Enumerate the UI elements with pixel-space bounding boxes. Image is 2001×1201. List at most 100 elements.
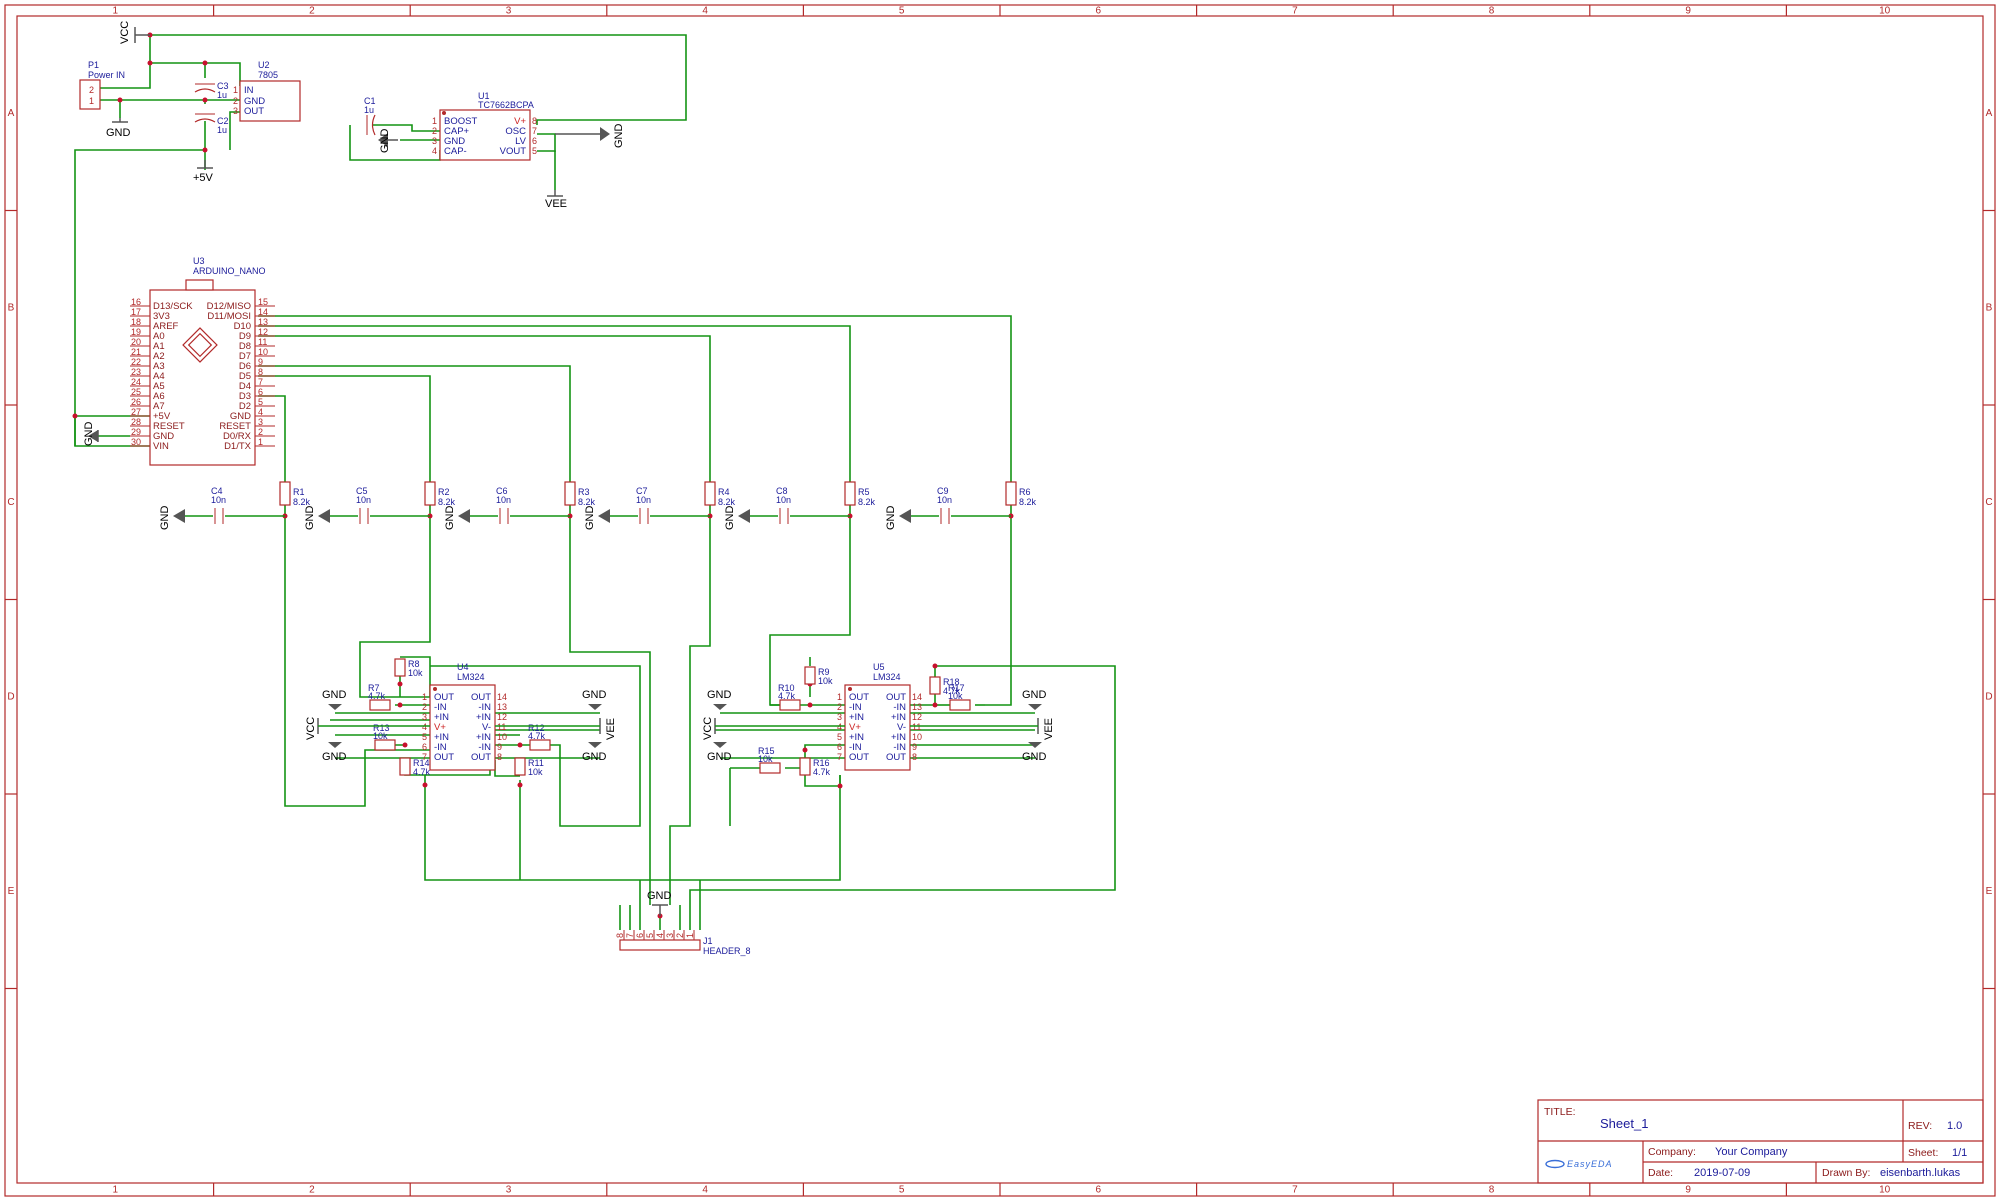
opamp-pin-number: 3 [422, 712, 427, 722]
svg-text:3: 3 [233, 106, 238, 116]
opamp-pin-label: -IN [849, 742, 862, 753]
resistor-R6[interactable]: R68.2k [1005, 481, 1037, 507]
resistor-R4[interactable]: R48.2k [704, 481, 736, 507]
opamp-pin-label: OUT [886, 692, 906, 703]
resistor-value: 8.2k [438, 497, 456, 507]
vee-symbol: VEE [599, 718, 617, 740]
resistor-value: 10k [373, 731, 388, 741]
resistor-R1[interactable]: R18.2k [279, 481, 311, 507]
u3-pin-label: A4 [153, 371, 165, 382]
capacitor-c1[interactable]: C1 1u [364, 96, 376, 136]
grid-row-label: A [8, 108, 15, 119]
resistor-R7[interactable]: R74.7k [368, 683, 391, 711]
j1-pin-number: 6 [635, 933, 645, 938]
voltage-inverter-u1[interactable]: U1 TC7662BCPA BOOST1CAP+2GND3CAP-4V+8OSC… [432, 91, 537, 161]
capacitor-c3[interactable]: C3 1u [194, 81, 229, 100]
u3-pin-number: 15 [258, 297, 268, 307]
grid-col-label: 2 [309, 1185, 315, 1196]
resistor-ref: R3 [578, 487, 590, 497]
opamp-pin-number: 11 [912, 722, 921, 732]
svg-text:TC7662BCPA: TC7662BCPA [478, 100, 534, 110]
svg-text:1u: 1u [364, 105, 374, 115]
u3-pin-number: 8 [258, 367, 263, 377]
rail-label: VCC [305, 717, 317, 740]
resistor-ref: R8 [408, 659, 420, 669]
opamp-pin-number: 10 [497, 732, 507, 742]
svg-text:GND: GND [613, 124, 625, 149]
gnd-symbol: GND [707, 689, 732, 710]
resistor-ref: R4 [718, 487, 730, 497]
resistor-R3[interactable]: R38.2k [564, 481, 596, 507]
resistor-value: 10k [948, 691, 963, 701]
opamp-pin-number: 2 [837, 702, 842, 712]
capacitor-ref: C7 [636, 486, 648, 496]
j1-pin-number: 7 [625, 933, 635, 938]
gnd-label: GND [584, 506, 596, 531]
u3-pin-label: D6 [239, 361, 251, 372]
rev-value: 1.0 [1947, 1120, 1962, 1132]
opamp-pin-number: 12 [497, 712, 507, 722]
resistor-value: 10k [528, 767, 543, 777]
opamp-pin-number: 14 [912, 692, 922, 702]
opamp-pin-number: 12 [912, 712, 922, 722]
grid-row-label: D [1985, 691, 1992, 702]
sheet-label: Sheet: [1908, 1147, 1938, 1159]
gnd-symbol: GND [444, 506, 470, 530]
grid-col-label: 6 [1096, 1185, 1102, 1196]
vee-symbol: VEE [1037, 718, 1055, 740]
arduino-nano-u3[interactable]: U3 ARDUINO_NANO D13/SCK163V317AREF18A019… [130, 256, 275, 466]
opamp-pin-label: +IN [891, 712, 906, 723]
u3-pin-number: 21 [131, 347, 141, 357]
u3-pin-label: D10 [234, 321, 251, 332]
u3-pin-number: 6 [258, 387, 263, 397]
gnd-symbol: GND [106, 118, 131, 139]
capacitor-c2[interactable]: C2 1u [194, 113, 229, 135]
opamp-pin-number: 13 [497, 702, 507, 712]
u3-pin-number: 18 [131, 317, 141, 327]
power-connector-p1[interactable]: P1 Power IN 2 1 [79, 60, 125, 110]
capacitor-ref: C5 [356, 486, 368, 496]
regulator-u2[interactable]: U2 7805 IN GND OUT 1 2 3 [233, 60, 301, 122]
capacitor-value: 10n [496, 495, 511, 505]
opamp-pin-label: OUT [434, 752, 454, 763]
resistor-R5[interactable]: R58.2k [844, 481, 876, 507]
resistor-R2[interactable]: R28.2k [424, 481, 456, 507]
svg-text:1u: 1u [217, 90, 227, 100]
u3-pin-label: AREF [153, 321, 179, 332]
opamp-pin-number: 2 [422, 702, 427, 712]
gnd-symbol-arduino: GND [83, 422, 99, 446]
u3-pin-label: D7 [239, 351, 251, 362]
u3-pin-label: A0 [153, 331, 165, 342]
grid-col-label: 7 [1292, 6, 1298, 17]
opamp-pin-label: +IN [849, 732, 864, 743]
svg-text:U4: U4 [457, 662, 469, 672]
u3-pin-label: D8 [239, 341, 251, 352]
